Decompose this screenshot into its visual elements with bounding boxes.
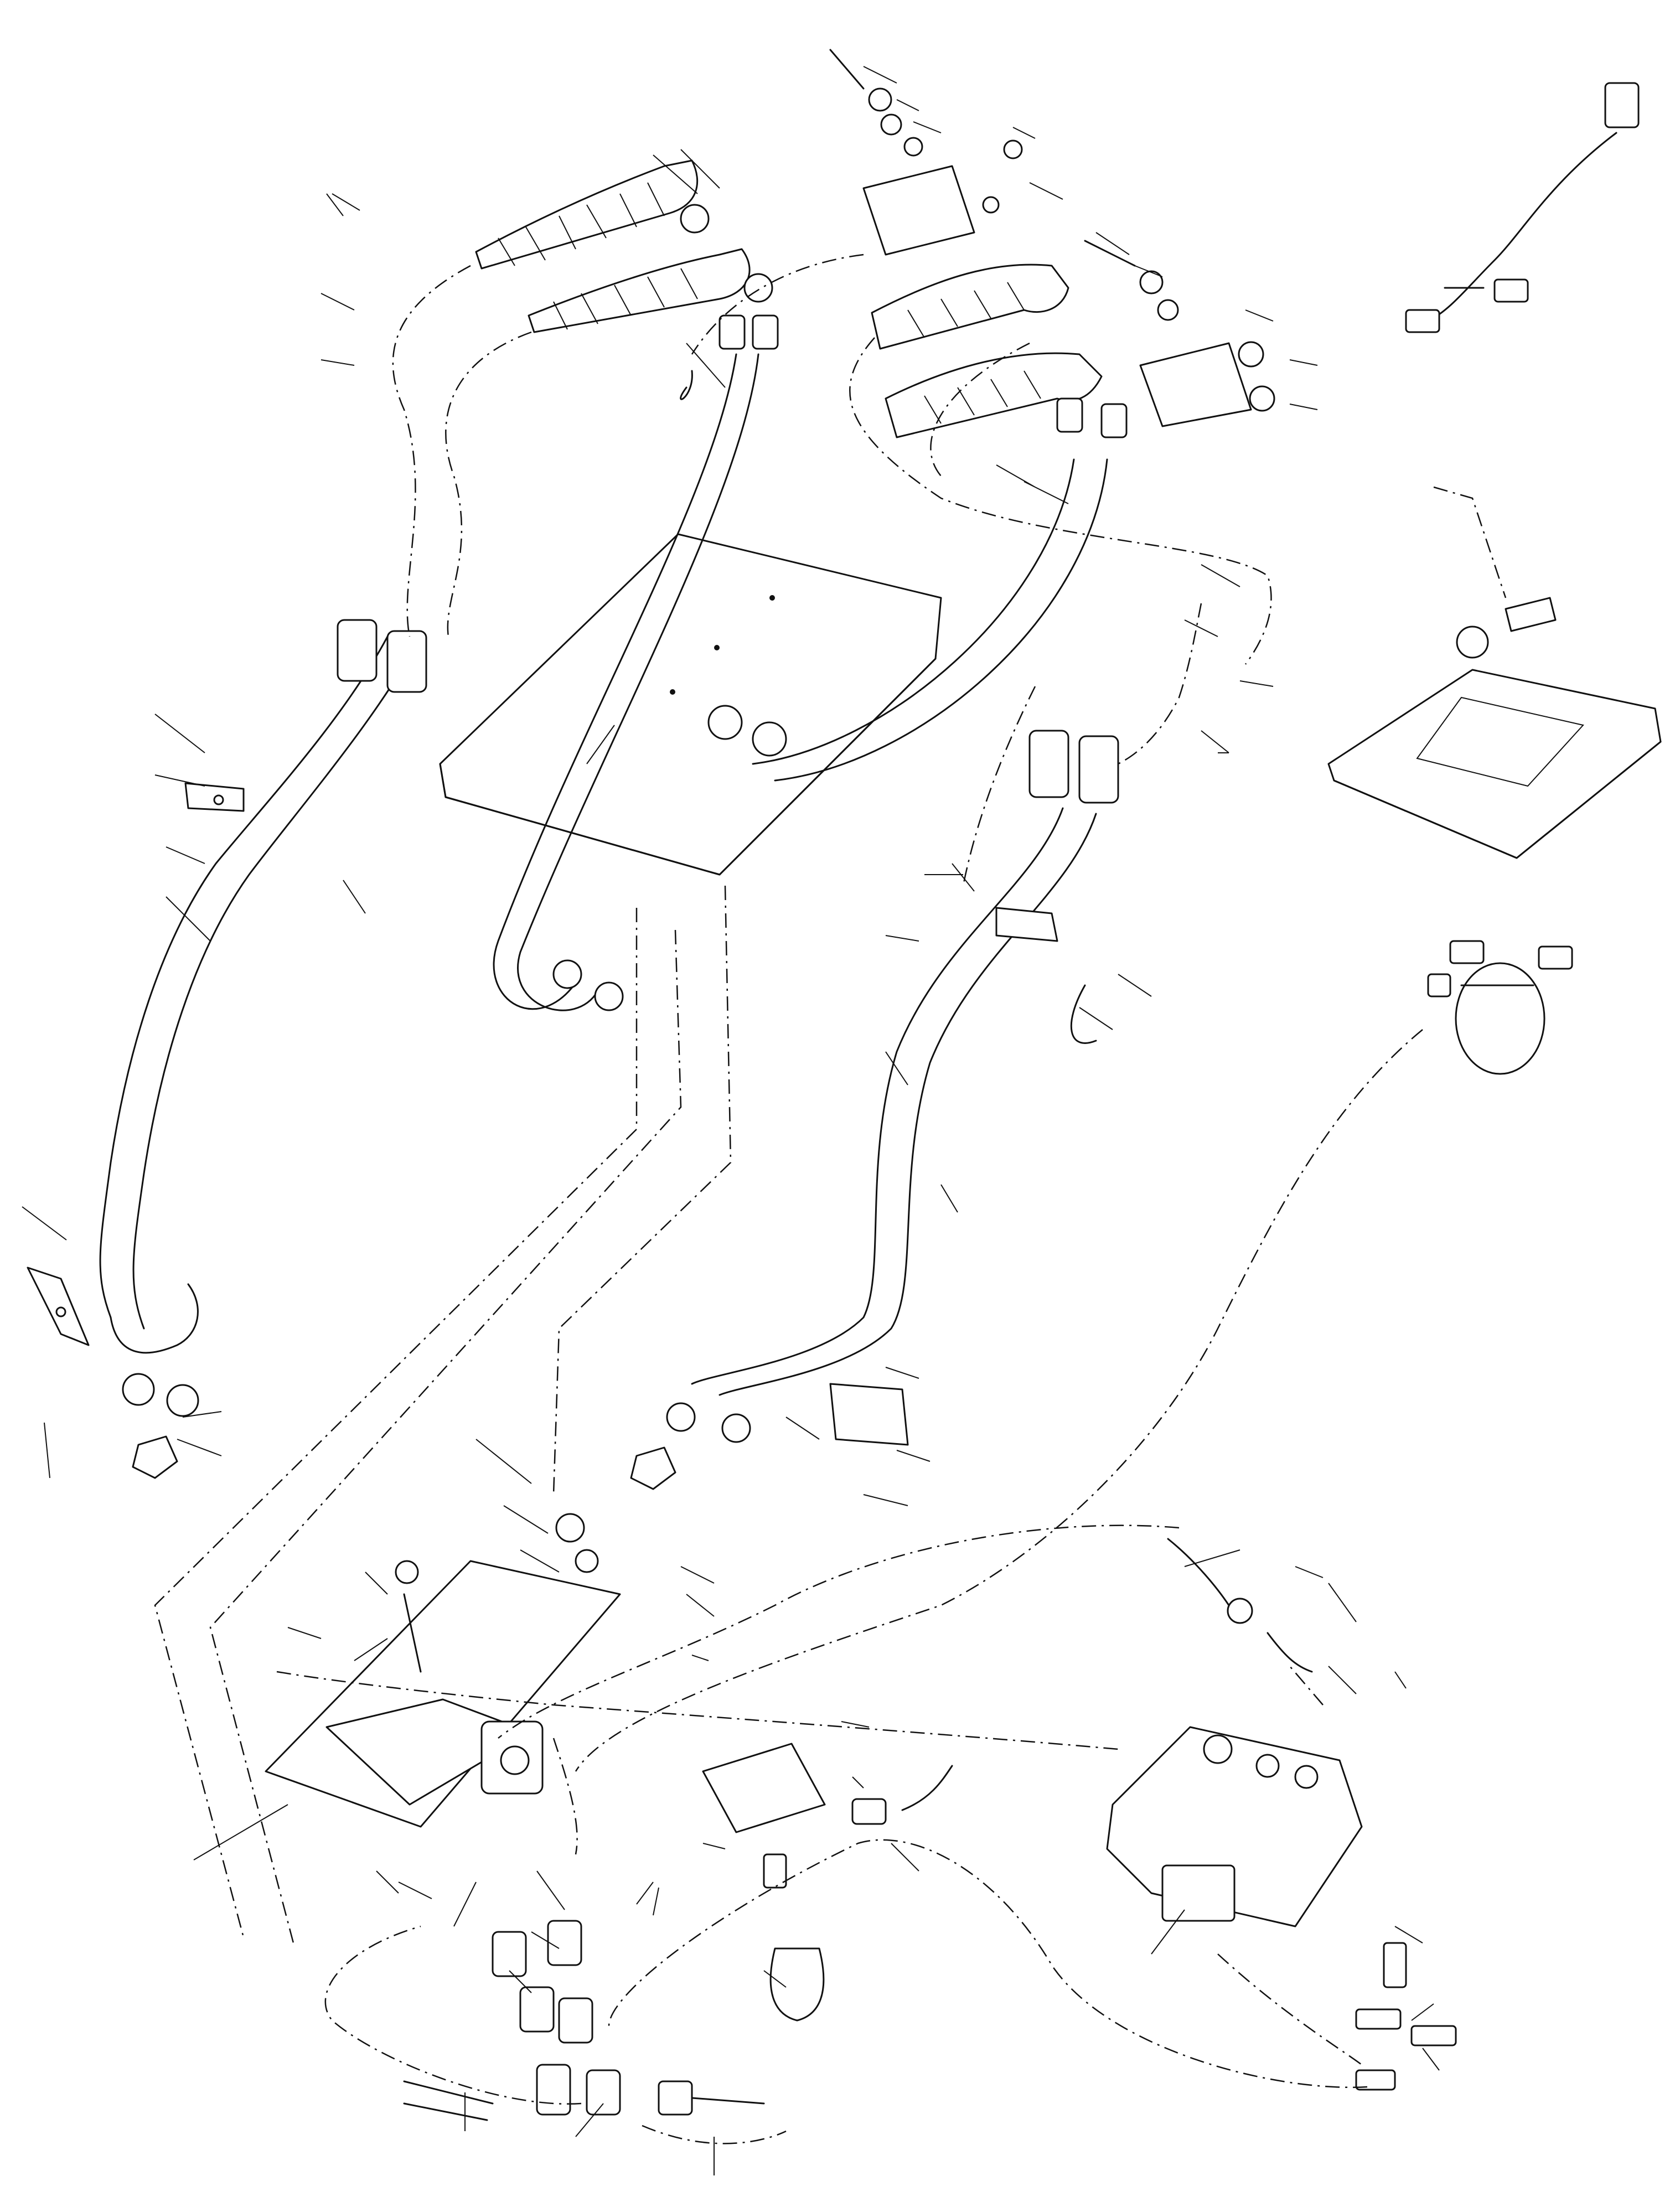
callout-leader-lines: [22, 66, 1440, 2175]
bottom-fittings: [403, 1920, 825, 2121]
main-control-valve: [1106, 1538, 1363, 1927]
right-mounting-bracket: [829, 907, 1097, 1446]
left-mounting-bracket: [27, 782, 245, 1346]
top-bolt-stack-left: [829, 49, 975, 256]
lower-left-manifold: [265, 1513, 621, 1828]
wire-harness: [1405, 82, 1640, 333]
hose-routing-phantom-lines: [154, 254, 1507, 2144]
right-upper-hose-assembly: [707, 263, 1128, 782]
top-bolt-stack-right: [982, 139, 1275, 427]
left-hydraulic-tubes: [99, 619, 427, 1479]
right-cover-panel: [1327, 597, 1662, 859]
left-upper-hose-assembly: [475, 159, 779, 1011]
accumulator: [1427, 940, 1573, 1075]
lower-center-valve-block: [702, 1743, 953, 1889]
right-lower-tee-fittings: [1355, 1942, 1457, 2091]
center-cover-plate: [439, 533, 942, 876]
